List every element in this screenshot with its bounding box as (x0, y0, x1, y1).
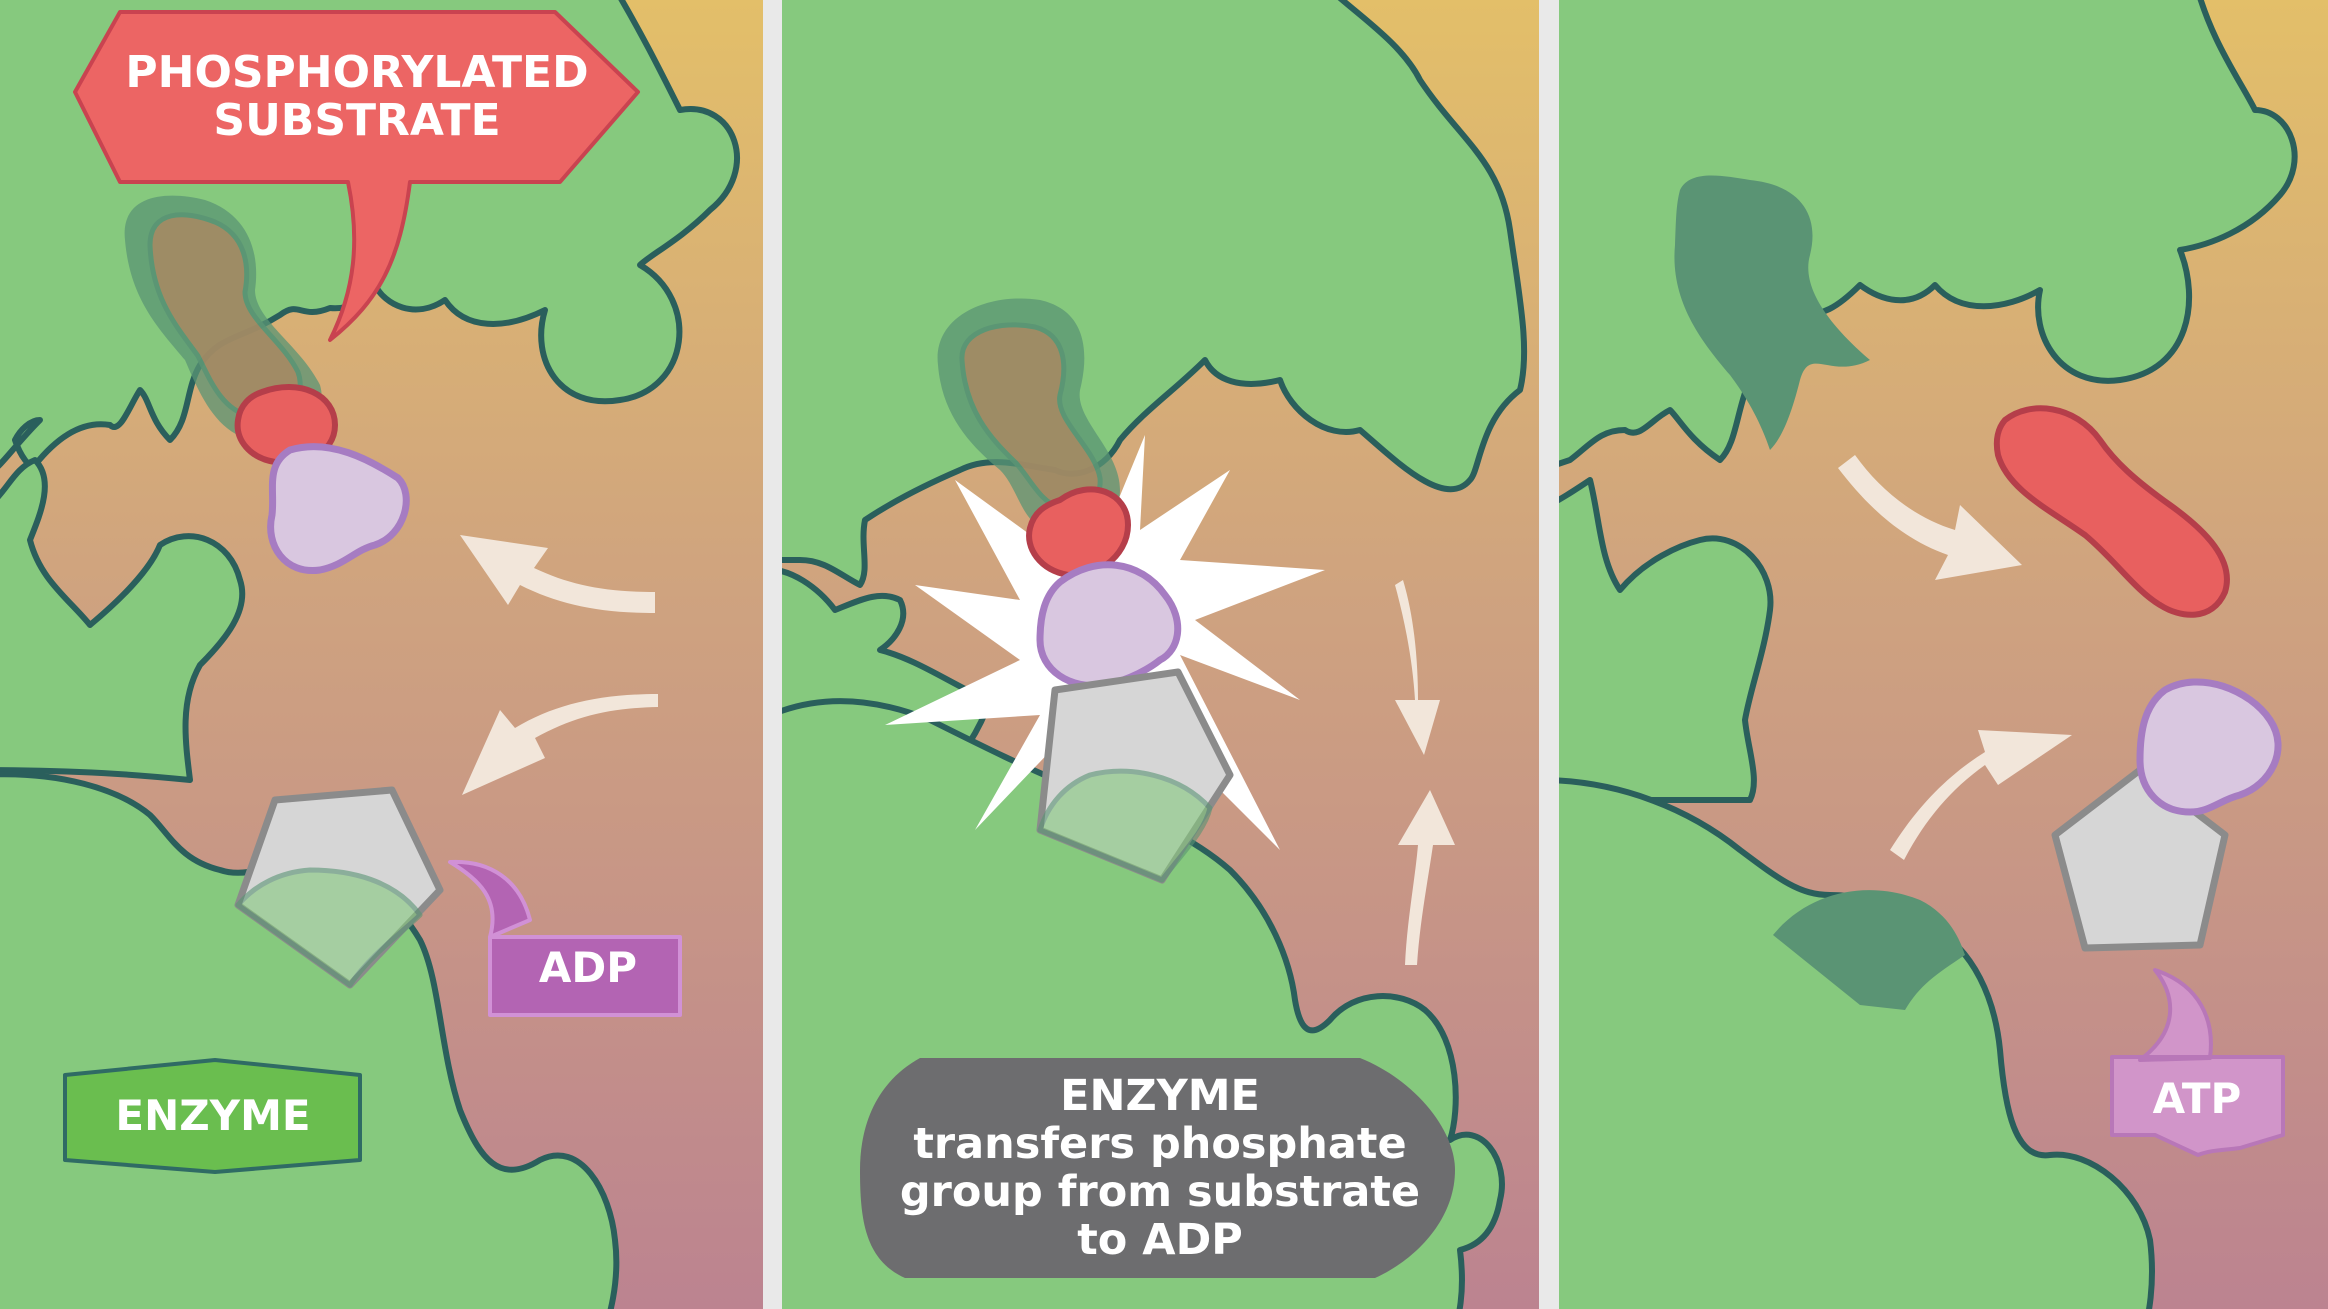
substrate-molecule (147, 212, 303, 420)
panel-divider-right (1539, 0, 1559, 1309)
panel-2: ENZYME transfers phosphate group from su… (782, 0, 1539, 1309)
enzyme-upper-lobe (782, 0, 1528, 588)
panel-1: PHOSPHORYLATED SUBSTRATE ADP ENZYME (0, 0, 763, 1309)
phosphorylated-substrate-label-shape (73, 10, 640, 342)
empty-substrate-site (1674, 175, 1870, 450)
panel-3: ATP (1559, 0, 2328, 1309)
phosphorylated-substrate-label-line2: SUBSTRATE (213, 95, 500, 146)
enzyme-lower-lobe (1559, 777, 2155, 1309)
adp-label-shape (448, 859, 682, 1017)
arrow-down (1395, 580, 1440, 755)
ribose-pentagon-1-shade (235, 867, 423, 988)
enzyme-lower-lobe (0, 771, 620, 1309)
caption-line1: ENZYME (1060, 1071, 1260, 1121)
arrow-atp-release (1890, 730, 2072, 860)
arrow-release-upper (460, 535, 655, 613)
released-phosphorylated-substrate (1993, 405, 2230, 618)
phosphorylated-substrate-label-line1: PHOSPHORYLATED (125, 47, 588, 98)
ribose-pentagon-2-shade (1037, 768, 1213, 883)
adenosine-molecule-1 (267, 443, 410, 575)
adenosine-molecule-2 (1036, 561, 1182, 690)
arrow-up (1398, 790, 1455, 965)
panel-divider-left (763, 0, 782, 1309)
enzyme-label: ENZYME (115, 1091, 310, 1140)
atp-label: ATP (2153, 1074, 2242, 1123)
empty-nucleotide-site (1773, 890, 1965, 1010)
caption-line2: transfers phosphate (913, 1119, 1406, 1169)
caption-line3: group from substrate (900, 1167, 1420, 1217)
enzyme-cavity-rim (0, 457, 246, 783)
atp-label-shape (2110, 968, 2285, 1157)
adenosine-molecule-3 (2136, 678, 2282, 816)
substrate-molecule (959, 322, 1103, 513)
enzyme-cavity-rim (1559, 477, 1774, 803)
caption-box (860, 1058, 1455, 1278)
caption-line4: to ADP (1077, 1215, 1243, 1265)
enzyme-label-shape (63, 1058, 362, 1174)
arrow-release-lower (462, 694, 658, 795)
adp-label: ADP (539, 943, 637, 992)
arrow-substrate-release (1838, 455, 2022, 580)
